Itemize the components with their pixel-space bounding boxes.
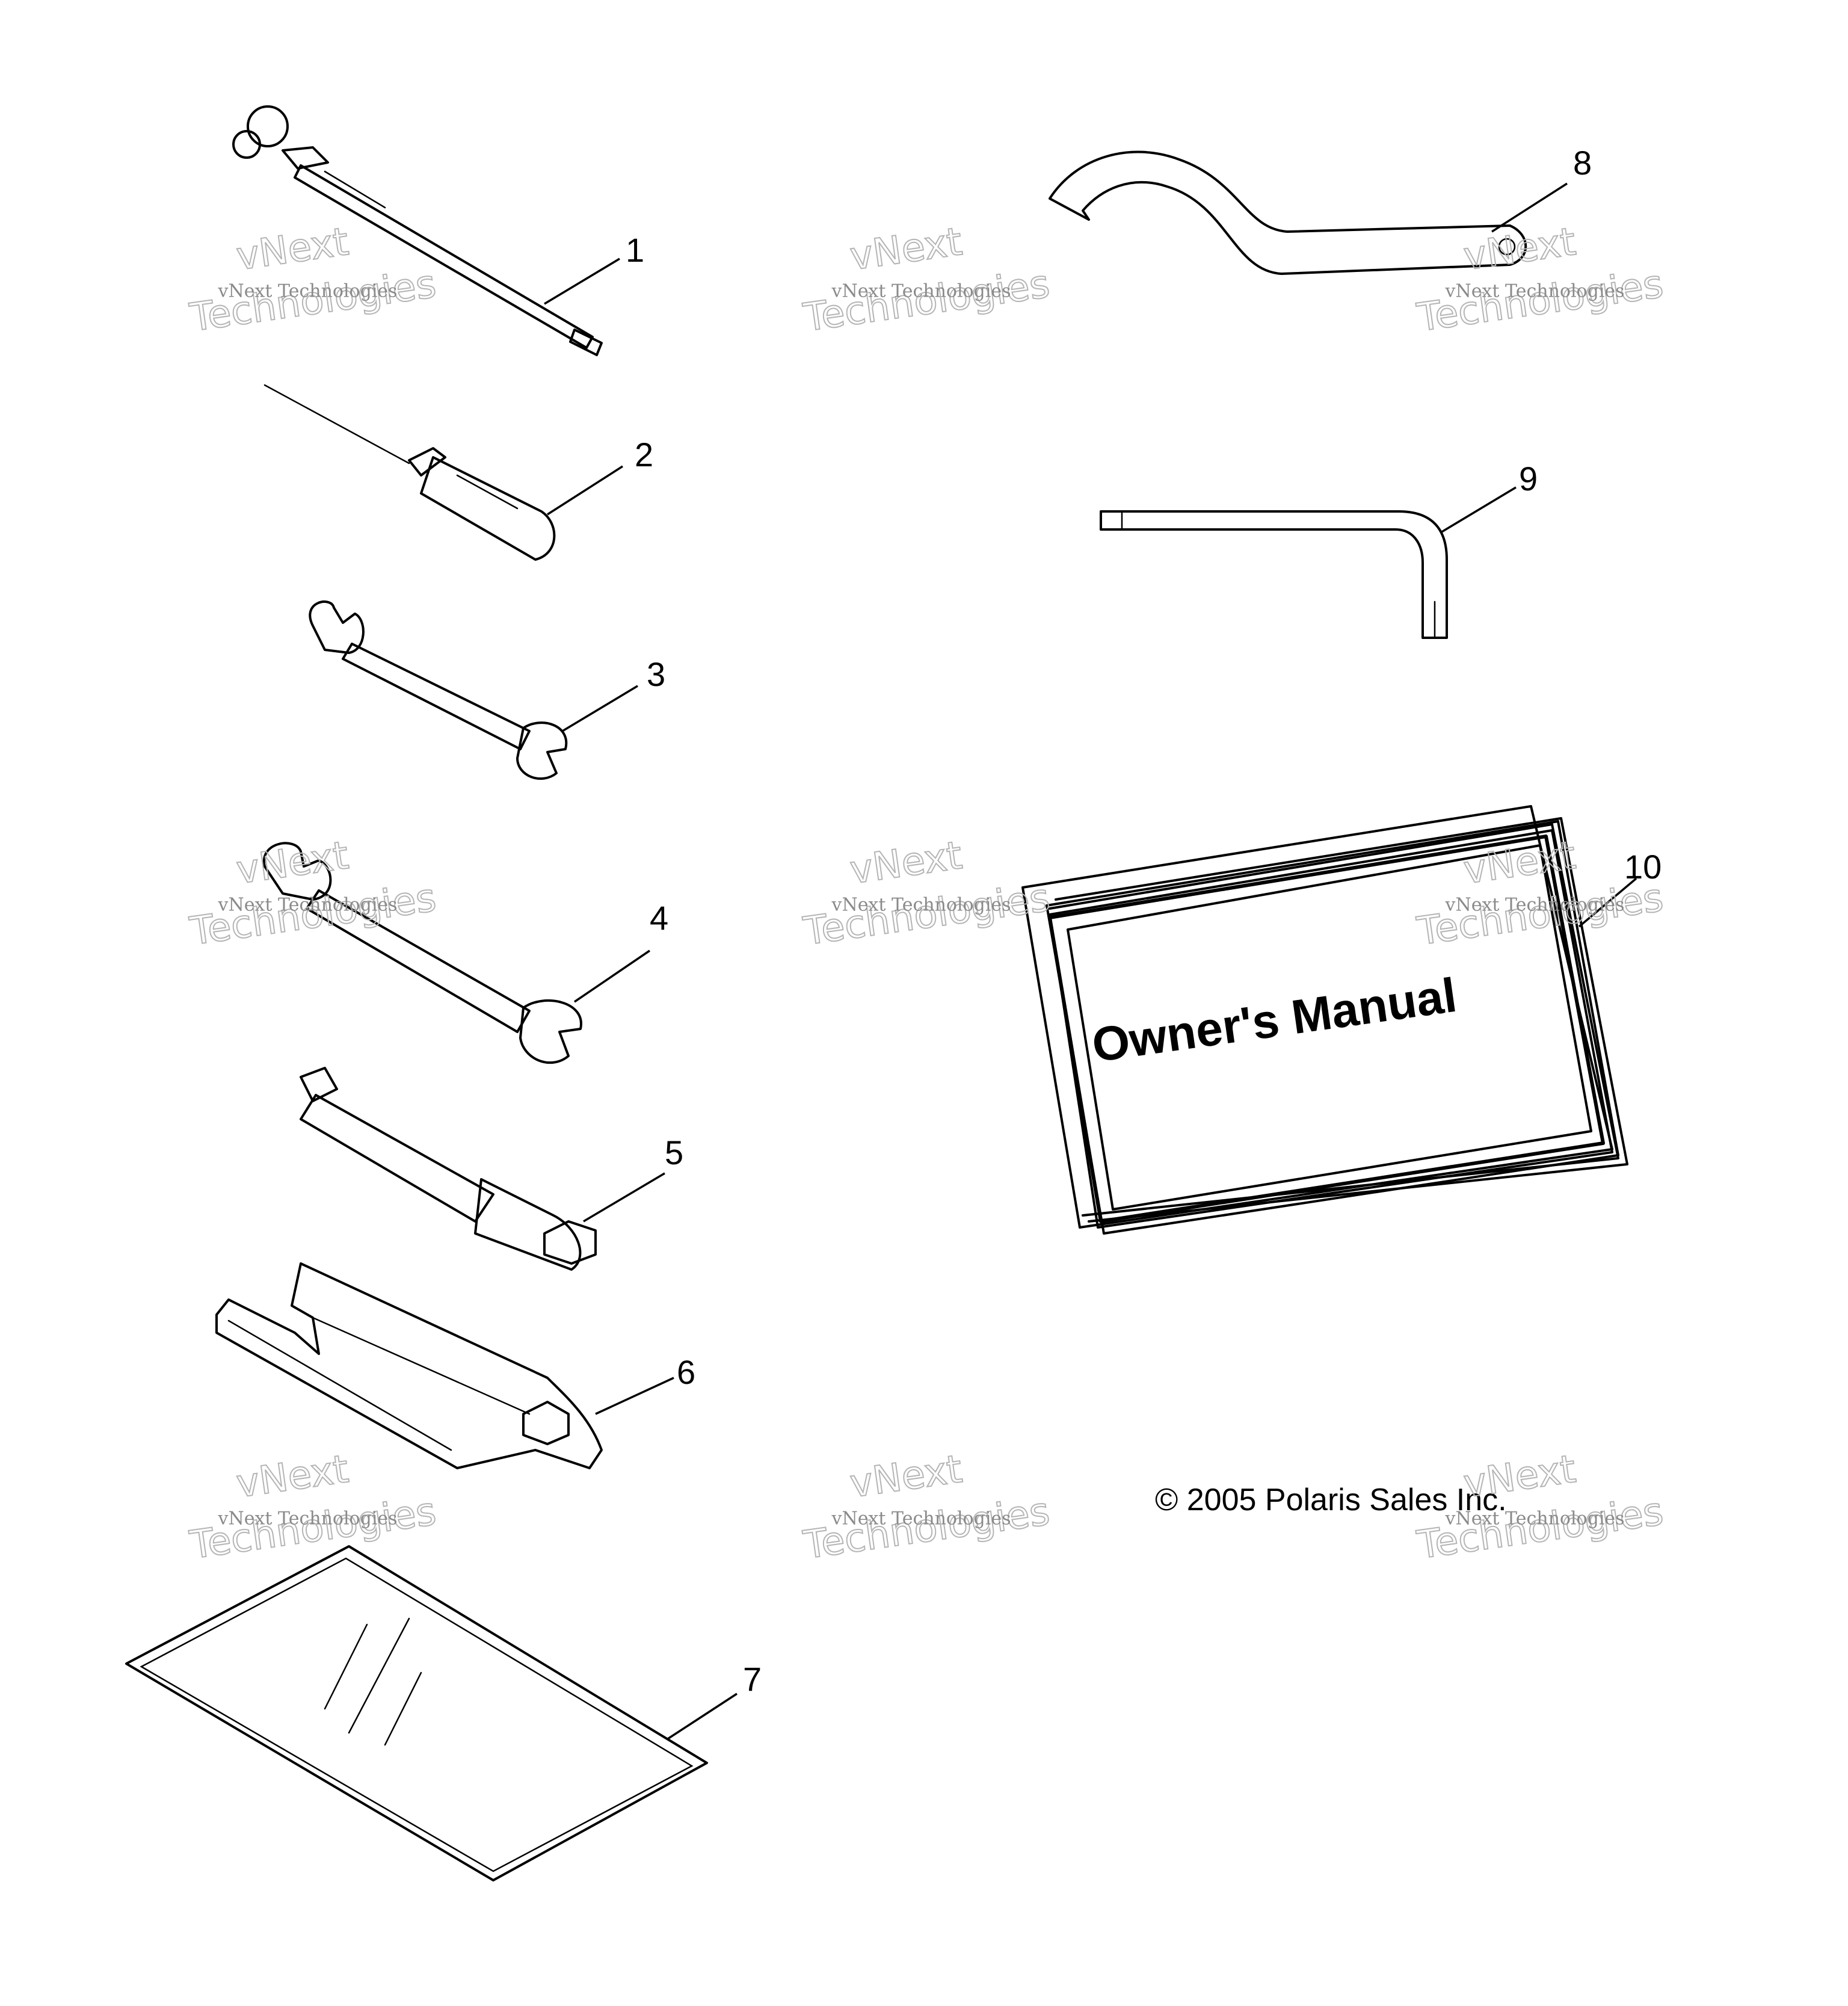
svg-text:vNext Technologies: vNext Technologies	[218, 1508, 398, 1529]
svg-text:vNext: vNext	[848, 833, 965, 893]
callout-7: 7	[743, 1660, 762, 1698]
svg-text:vNext: vNext	[1461, 220, 1578, 279]
copyright-notice: © 2005 Polaris Sales Inc.	[1155, 1483, 1507, 1517]
watermark: vNext Technologies vNext Technologies	[800, 1446, 1053, 1569]
svg-text:vNext Technologies: vNext Technologies	[218, 281, 398, 302]
watermark: vNext Technologies vNext Technologies	[186, 1446, 439, 1569]
part-5-socket-wrench	[300, 1067, 597, 1271]
leader-1	[544, 258, 620, 305]
leader-6	[595, 1377, 674, 1415]
svg-text:vNext: vNext	[848, 220, 965, 279]
svg-text:vNext Technologies: vNext Technologies	[1445, 1508, 1625, 1529]
leader-8	[1491, 182, 1568, 233]
svg-text:vNext: vNext	[234, 220, 351, 279]
svg-text:vNext Technologies: vNext Technologies	[831, 1508, 1011, 1529]
part-1-tire-gauge	[232, 105, 603, 356]
svg-text:vNext: vNext	[1461, 1447, 1578, 1507]
part-7-bag	[125, 1545, 708, 1881]
part-2-screwdriver	[263, 384, 556, 561]
svg-text:vNext: vNext	[234, 833, 351, 893]
watermark: vNext Technologies vNext Technologies	[186, 833, 439, 955]
watermark: vNext Technologies vNext Technologies	[800, 833, 1053, 955]
callout-2: 2	[635, 436, 653, 474]
leader-5	[583, 1172, 665, 1223]
part-6-spanner-plate	[215, 1262, 603, 1469]
part-9-hex-key	[1100, 510, 1448, 639]
watermarks: vNext Technologies vNext Technologies vN…	[186, 219, 1666, 1569]
svg-text:vNext Technologies: vNext Technologies	[831, 281, 1011, 302]
part-3-wrench	[309, 600, 568, 780]
svg-text:vNext Technologies: vNext Technologies	[218, 895, 398, 916]
callout-3: 3	[647, 655, 665, 693]
callout-5: 5	[665, 1134, 683, 1171]
leader-2	[547, 465, 623, 516]
leader-3	[562, 685, 638, 732]
part-4-wrench	[262, 842, 582, 1064]
watermark: vNext Technologies vNext Technologies	[186, 219, 439, 341]
callout-1: 1	[626, 231, 644, 269]
callout-6: 6	[677, 1353, 695, 1391]
svg-text:vNext: vNext	[848, 1447, 965, 1507]
callout-4: 4	[650, 899, 668, 937]
callout-10: 10	[1624, 848, 1662, 886]
leader-7	[667, 1693, 738, 1740]
callout-8: 8	[1573, 144, 1592, 182]
manual-title: Owner's Manual	[1089, 968, 1460, 1072]
part-8-hook-spanner	[1049, 150, 1527, 275]
leader-10	[1578, 877, 1637, 928]
leader-4	[574, 949, 650, 1003]
svg-text:vNext: vNext	[234, 1447, 351, 1507]
svg-text:vNext Technologies: vNext Technologies	[1445, 281, 1625, 302]
svg-text:vNext Technologies: vNext Technologies	[1445, 895, 1625, 916]
watermark: vNext Technologies vNext Technologies	[800, 219, 1053, 341]
callout-9: 9	[1519, 460, 1538, 498]
svg-text:vNext Technologies: vNext Technologies	[831, 895, 1011, 916]
leader-9	[1440, 486, 1517, 534]
